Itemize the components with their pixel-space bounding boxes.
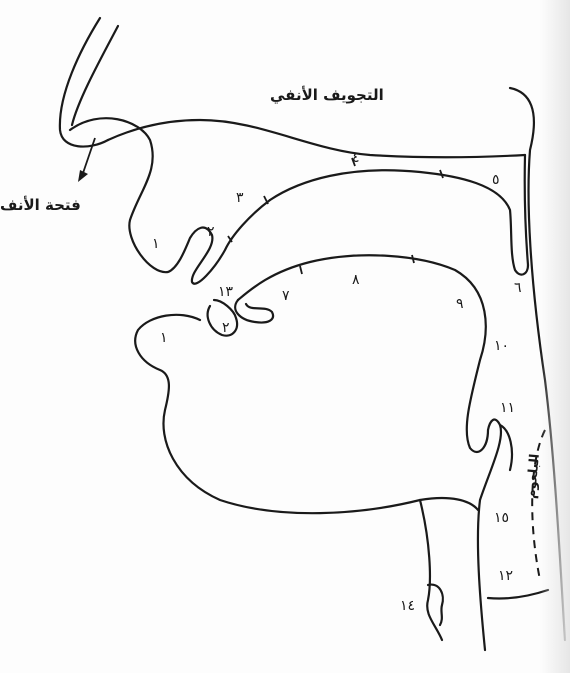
larynx-front	[420, 500, 442, 640]
num-alveolar: ٣	[236, 190, 244, 206]
num-larynx: ١٢	[498, 568, 513, 584]
trachea-line	[488, 590, 548, 599]
hard-palate	[270, 170, 528, 274]
num-teeth-tip: ١٣	[218, 284, 233, 300]
nose-outline	[60, 18, 108, 147]
nostril-arrow-head	[78, 170, 88, 182]
num-tongue-root: ١٠	[494, 338, 509, 354]
num-upper-lip: ١	[152, 236, 160, 252]
num-tongue-blade: ٨	[352, 272, 360, 288]
nose-inner	[72, 26, 118, 125]
num-tongue-back: ٩	[456, 296, 464, 312]
tongue-outline	[238, 255, 501, 650]
num-tongue-tip: ٧	[282, 288, 290, 304]
num-lower-teeth: ٢	[222, 320, 230, 336]
lower-lip-chin	[135, 315, 478, 513]
nasal-cavity-label: التجويف الأنفي	[270, 86, 384, 104]
num-uvula: ٦	[514, 280, 522, 296]
nostril-arrow-line	[82, 138, 95, 176]
num-lower-lip: ١	[160, 330, 168, 346]
page-edge-shadow	[540, 0, 570, 673]
num-hard-palate: ٤	[352, 150, 360, 166]
num-soft-palate: ٥	[492, 172, 500, 188]
num-upper-teeth: ٢	[207, 224, 215, 240]
tongue-tip	[235, 300, 273, 323]
num-vocal: ١٤	[400, 598, 415, 614]
nasal-back	[525, 155, 528, 265]
nasal-floor-top	[108, 120, 525, 157]
nostril-label: فتحة الأنف	[0, 196, 81, 214]
num-pharynx: ١٥	[494, 510, 509, 526]
num-epiglottis: ١١	[500, 400, 515, 416]
